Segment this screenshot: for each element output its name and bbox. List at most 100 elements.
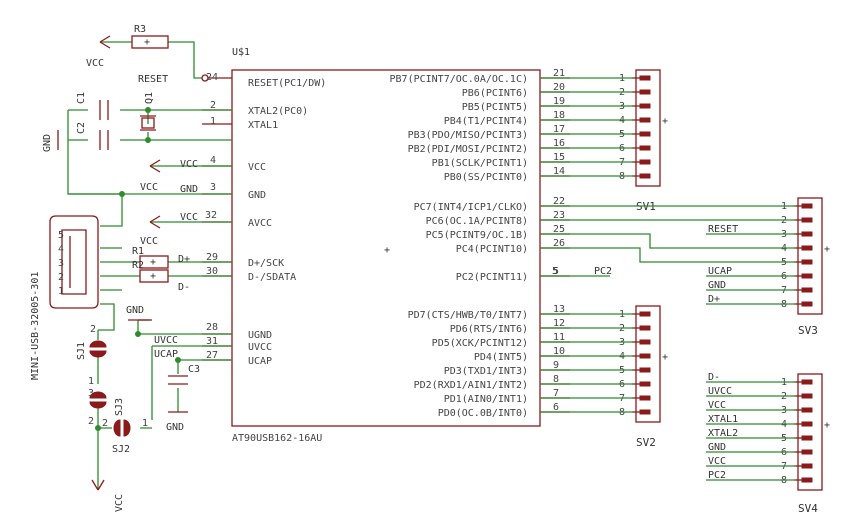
ic-pin-label: D+/SCK [248,258,284,269]
svg-text:3: 3 [210,182,216,193]
jumper-sj3: SJ3 1 3 2 [88,376,125,427]
ic-pin-label: RESET(PC1/DW) [248,78,326,89]
net-label: VCC [708,456,726,467]
svg-text:32: 32 [205,210,217,221]
header-name: SV4 [798,502,818,515]
ic-pin-label: UVCC [248,342,272,353]
ic-pin-label: PC4(PCINT10) [456,244,528,255]
ic-pin-number: 18 [553,110,565,121]
svg-text:1: 1 [88,376,94,387]
svg-text:MINI-USB-32005-301: MINI-USB-32005-301 [30,272,41,380]
ic-pin-label: PC7(INT4/ICP1/CLKO) [414,202,528,213]
ic-pin-number: 6 [553,402,559,413]
svg-text:+: + [150,257,156,268]
header-name: SV2 [636,436,656,449]
ic-pin-label: PB0(SS/PCINT0) [444,172,528,183]
gnd-ugnd: GND [126,305,152,321]
svg-text:1: 1 [142,418,148,429]
ic-pin-label: PC6(OC.1A/PCINT8) [426,216,528,227]
net-label: RESET [708,224,738,235]
ic-pin-label: PD1(AIN0/INT1) [444,394,528,405]
svg-text:3: 3 [58,258,64,269]
svg-text:C3: C3 [188,364,200,375]
svg-text:VCC: VCC [114,494,125,512]
ic-pin-label: PB7(PCINT7/OC.0A/OC.1C) [390,74,528,85]
svg-text:2: 2 [58,272,64,283]
svg-text:2: 2 [88,416,94,427]
vcc-arrow-ic: VCC 4 [149,155,216,173]
ic-pin-number: 25 [553,224,565,235]
svg-text:4: 4 [58,244,64,255]
svg-text:UVCC: UVCC [154,335,178,346]
svg-text:VCC: VCC [140,182,158,193]
ic-pin-label: UGND [248,330,272,341]
ic-pin-number: 23 [553,210,565,221]
svg-text:R3: R3 [134,24,146,35]
ic-pin-label: PB1(SCLK/PCINT1) [432,158,528,169]
svg-text:GND: GND [42,134,53,152]
ic-pin-number: 10 [553,346,565,357]
svg-text:VCC: VCC [180,212,198,223]
net-label: GND [708,442,726,453]
svg-text:+: + [150,271,156,282]
ic-pin-label: PD0(OC.0B/INT0) [438,408,528,419]
ic-pin-number: 14 [553,166,565,177]
ic-pin-label: D-/SDATA [248,272,296,283]
wires-right [540,77,796,481]
capacitor-c3: C3 GND [166,364,200,433]
ic-pin-label: PB5(PCINT5) [462,102,528,113]
svg-text:VCC: VCC [180,159,198,170]
capacitor-c2: C2 [76,122,109,150]
ic-pin-label: PB6(PCINT6) [462,88,528,99]
svg-text:+: + [384,245,390,256]
net-label: GND [708,280,726,291]
resistor-r2: + R2 [132,260,169,283]
vcc-arrow-top: VCC [86,35,111,69]
svg-text:31: 31 [206,336,218,347]
ic-pin-label: PD2(RXD1/AIN1/INT2) [414,380,528,391]
usb-connector: MINI-USB-32005-301 5 4 3 2 1 [30,215,99,380]
svg-text:Q1: Q1 [144,92,155,104]
net-label: VCC [708,400,726,411]
ic-pin-number: 20 [553,82,565,93]
net-label: XTAL1 [708,414,738,425]
ic-pin-label: PB2(PDI/MOSI/PCINT2) [408,144,528,155]
ic-pin-label: PD3(TXD1/INT3) [444,366,528,377]
ic-pin-label: VCC [248,162,266,173]
ic-pin-number: 5 [553,266,559,277]
net-label: PC2 [708,470,726,481]
ic-pin-label: GND [248,190,266,201]
ic-pin-number: 19 [553,96,565,107]
svg-text:29: 29 [206,252,218,263]
svg-text:SJ3: SJ3 [114,398,125,416]
ic-pin-label: PD6(RTS/INT6) [450,324,528,335]
ic-pin-label: AVCC [248,218,272,229]
ic-pin-number: 22 [553,196,565,207]
header-name: SV3 [798,324,818,337]
svg-text:VCC: VCC [140,236,158,247]
pc2-net-label: PC2 [594,266,612,277]
crystal-q1: Q1 [140,92,156,131]
ic-pin-number: 26 [553,238,565,249]
reset-pin-num: 24 [206,72,218,83]
svg-text:+: + [824,420,830,431]
svg-text:3: 3 [88,388,94,399]
ic-pin-label: PB4(T1/PCINT4) [444,116,528,127]
svg-text:2: 2 [102,418,108,429]
svg-text:R1: R1 [132,246,144,257]
svg-text:SJ1: SJ1 [76,342,87,360]
svg-text:4: 4 [210,155,216,166]
net-label: XTAL2 [708,428,738,439]
ic-part: AT90USB162-16AU [232,433,322,444]
svg-text:SJ2: SJ2 [112,444,130,455]
ic-pin-number: 8 [553,374,559,385]
svg-text:C2: C2 [76,122,87,134]
svg-text:+: + [662,352,668,363]
gnd-label-ic: GND 3 VCC [140,182,216,195]
net-label: D+ [708,294,720,305]
svg-text:27: 27 [206,350,218,361]
ic-name: U$1 [232,47,250,58]
